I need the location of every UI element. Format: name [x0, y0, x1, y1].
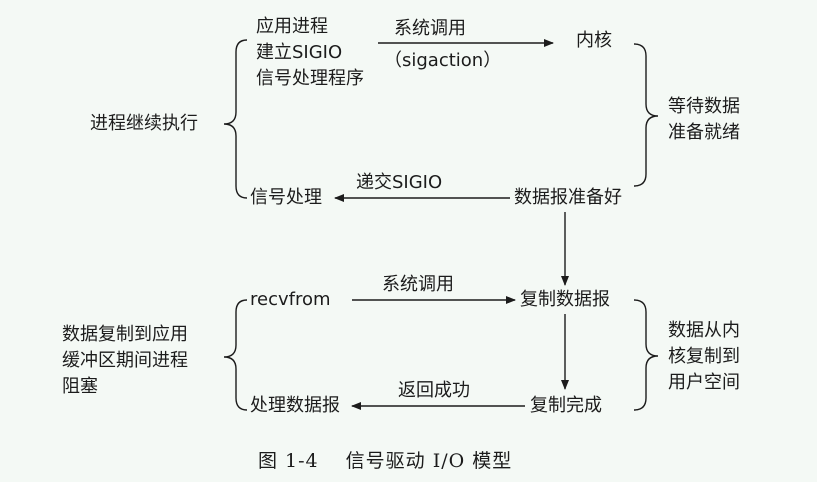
ready-line: 准备就绪 [668, 122, 740, 143]
copy-to-user-line-1: 数据从内 [668, 320, 740, 341]
copy-blocked-line-3: 阻塞 [62, 376, 98, 397]
top-left-brace [223, 39, 248, 199]
return-success-label: 返回成功 [398, 380, 470, 401]
waiting-data-line: 等待数据 [668, 96, 740, 117]
establish-sigio-line: 建立SIGIO [256, 42, 343, 63]
copy-complete-label: 复制完成 [530, 395, 602, 416]
bottom-right-brace [633, 299, 659, 411]
process-datagram-label: 处理数据报 [250, 395, 340, 416]
figure-caption: 图 1-4 信号驱动 I/O 模型 [258, 450, 513, 472]
top-right-brace [633, 43, 659, 187]
copy-datagram-label: 复制数据报 [520, 289, 610, 310]
bottom-left-brace [223, 299, 248, 411]
copy-to-user-line-3: 用户空间 [668, 372, 740, 393]
deliver-sigio-label: 递交SIGIO [356, 172, 443, 193]
kernel-label: 内核 [576, 30, 612, 51]
sigaction-label: （sigaction） [384, 50, 502, 71]
copy-blocked-line-1: 数据复制到应用 [62, 324, 188, 345]
recvfrom-label: recvfrom [250, 289, 331, 310]
datagram-ready-label: 数据报准备好 [514, 187, 622, 208]
signal-handler-line: 信号处理程序 [256, 68, 364, 89]
signal-handling-label: 信号处理 [250, 187, 322, 208]
process-continues-label: 进程继续执行 [90, 113, 198, 134]
syscall-label-bottom: 系统调用 [382, 274, 454, 295]
copy-blocked-line-2: 缓冲区期间进程 [62, 350, 188, 371]
syscall-label-top: 系统调用 [394, 18, 466, 39]
copy-to-user-line-2: 核复制到 [668, 346, 740, 367]
app-process-line: 应用进程 [256, 16, 328, 37]
